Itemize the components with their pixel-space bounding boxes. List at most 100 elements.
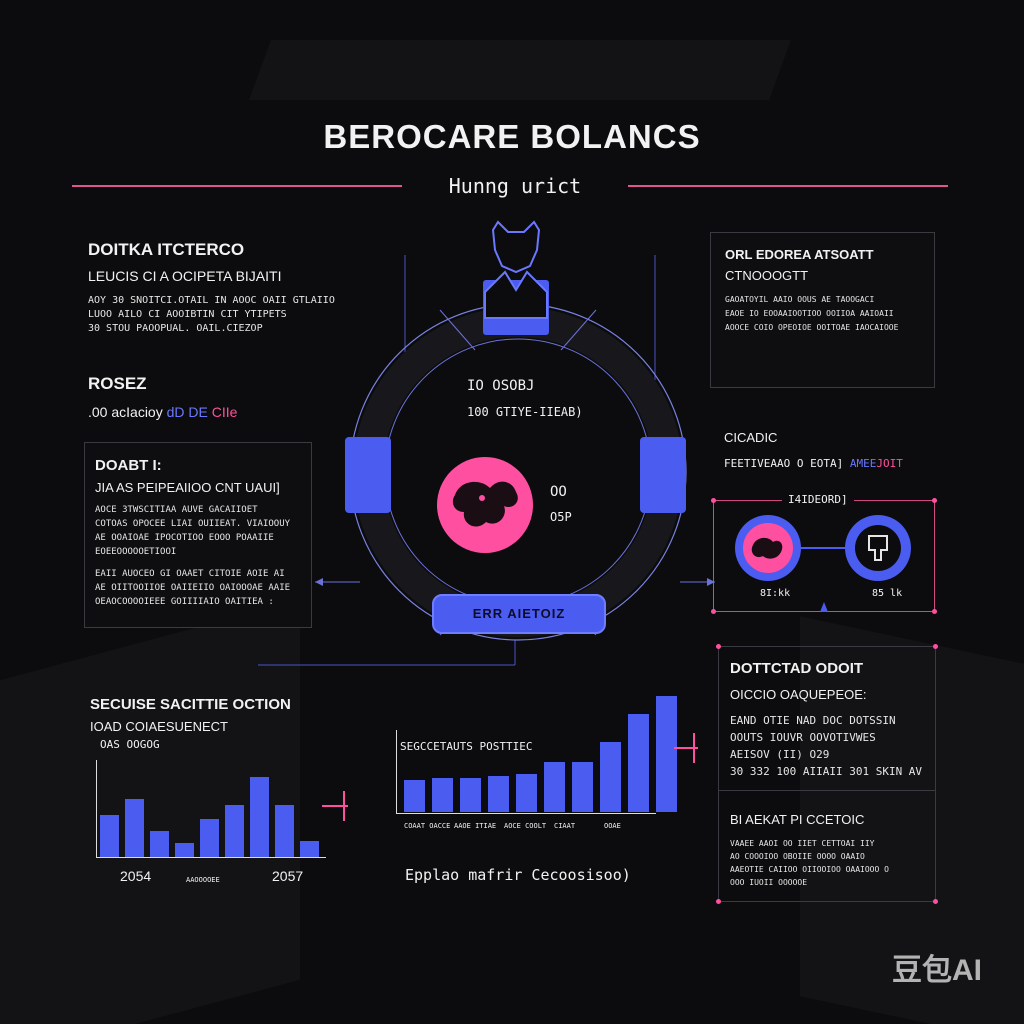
right-top-line: EAOE IO EOOAAIOOTIOO OOIIOA AAIOAII: [725, 309, 894, 318]
rosez-line-pink: CIIe: [211, 404, 238, 420]
right-top-panel: ORL EDOREA ATSOATT CTNOOOGTT GAOATOYIL A…: [710, 232, 935, 388]
right-top-subheading: CTNOOOGTT: [725, 268, 809, 283]
ring-diagram: [258, 220, 715, 666]
right-top-heading: ORL EDOREA ATSOATT: [725, 247, 874, 262]
center-chart-connector: [674, 733, 698, 763]
sequence-connector: [322, 791, 348, 821]
left-top-block: DOITKA ITCTERCO LEUCIS CI A OCIPETA BIJA…: [88, 240, 348, 336]
center-chart-heading: SEGCCETAUTS POSTTIEC: [400, 740, 533, 753]
sequence-subheading: IOAD COIAESUENECT: [90, 719, 228, 734]
center-chart-bar: [600, 742, 621, 812]
sequence-bar: [225, 805, 244, 857]
sequence-bar: [275, 805, 294, 857]
indicator-marker-icon: [820, 602, 828, 612]
center-chart-bar: [488, 776, 509, 812]
left-top-heading: DOITKA ITCTERCO: [88, 240, 245, 259]
header-rule-right: [628, 185, 948, 187]
center-chart-bar: [572, 762, 593, 812]
sequence-x-mid: AAOOOOEE: [186, 876, 220, 884]
panel-corner-dot: [711, 609, 716, 614]
right-bottom-block: DOTTCTAD ODOIT OICCIO OAQUEPEOE: EAND OT…: [730, 660, 930, 780]
panel-corner-dot: [716, 899, 721, 904]
cicadic-line-text: FEETIVEAAO O EOTA]: [724, 457, 844, 470]
emblem-eye: [479, 495, 485, 501]
panel-corner-dot: [932, 609, 937, 614]
left-top-line: 30 STOU PAOOPUAL. OAIL.CIEZOP: [88, 323, 263, 334]
rosez-line-text: .00 acIacioy: [88, 404, 163, 420]
doabt-line: AE OIITOOIIOE OAIIEIIO OAIOOOAE AAIE: [95, 583, 291, 593]
arrow-right-icon: [707, 578, 715, 586]
rosez-line-blue: dD DE: [166, 404, 208, 420]
panel-corner-dot: [932, 498, 937, 503]
left-top-line: AOY 30 SNOITCI.OTAIL IN AOOC OAII GTLAII…: [88, 295, 335, 306]
sequence-bars: [100, 757, 325, 857]
center-chart-y-axis: [396, 730, 397, 814]
sequence-x-axis: [96, 857, 326, 858]
right-bottom2-line: AO COOOIOO OBOIIE OOOO OAAIO: [730, 852, 865, 861]
header-rule-left: [72, 185, 402, 187]
sequence-bar: [100, 815, 119, 857]
sequence-value: OAS OOGOG: [100, 738, 160, 751]
mascot-icon: [484, 220, 548, 319]
doabt-subheading: JIA AS PEIPEAIIOO CNT UAUI]: [95, 480, 280, 495]
ring-node-right: [640, 437, 686, 513]
doabt-line: AOCE 3TWSCITIAA AUVE GACAIIOET: [95, 505, 258, 515]
ring-top-value: IO OSOBJ: [467, 378, 535, 394]
right-bottom-line: OOUTS IOUVR OOVOTIVWES: [730, 731, 876, 744]
cicadic-line-pink: JOIT: [876, 457, 903, 470]
robot-mini-icon: [868, 535, 888, 561]
arrow-left-icon: [315, 578, 323, 586]
center-chart-bar: [460, 778, 481, 812]
right-bottom2-heading: BI AEKAT PI CCETOIC: [730, 812, 865, 827]
ring-side-unit: O5P: [550, 510, 572, 524]
sequence-block: SECUISE SACITTIE OCTION IOAD COIAESUENEC…: [90, 696, 340, 751]
center-chart-caption: Epplao mafrir Cecoosisoo): [405, 866, 631, 884]
center-chart-tick-label: COAAT OACCE: [404, 822, 451, 830]
left-top-subheading: LEUCIS CI A OCIPETA BIJAITI: [88, 268, 282, 284]
center-chart-tick-label: AOCE COOLT: [504, 822, 547, 830]
background-shard: [249, 40, 791, 100]
left-top-line: LUOO AILO CI AOOIBTIN CIT YTIPETS: [88, 309, 287, 320]
sequence-bar: [250, 777, 269, 857]
right-top-line: AOOCE COIO OPEOIOE OOITOAE IAOCAIOOE: [725, 323, 899, 332]
ring-side-value: OO: [550, 484, 567, 500]
right-bottom-divider: [718, 790, 936, 791]
sequence-bar: [200, 819, 219, 857]
doabt-line: OEAOCOOOOIEEE GOIIIIAIO OAITIEA :: [95, 597, 274, 607]
creature-icon: [452, 481, 518, 527]
center-chart-x-axis: [396, 813, 656, 814]
right-bottom2-line: VAAEE AAOI OO IIET CETTOAI IIY: [730, 839, 875, 848]
sequence-bar: [125, 799, 144, 857]
right-bottom2-line: OOO IUOII OOOOOE: [730, 878, 808, 887]
right-bottom-panel: [718, 646, 936, 902]
right-bottom-heading: DOTTCTAD ODOIT: [730, 660, 864, 677]
indicator-graphic: [735, 515, 911, 612]
center-chart-bar: [656, 696, 677, 812]
page-title: BEROCARE BOLANCS: [323, 118, 701, 155]
indicator-node-right-core: [855, 525, 901, 571]
sequence-bar: [150, 831, 169, 857]
rosez-line: .00 acIacioy dD DE CIIe: [88, 404, 348, 420]
page-subtitle: Hunng urict: [448, 174, 582, 198]
cicadic-heading: CICADIC: [724, 430, 778, 445]
center-chart-tick-label: CIAAT: [554, 822, 576, 830]
right-top-line: GAOATOYIL AAIO OOUS AE TAOOGACI: [725, 295, 875, 304]
indicator-heading: I4IDEORD]: [782, 493, 854, 506]
right-bottom2-block: BI AEKAT PI CCETOIC VAAEE AAOI OO IIET C…: [730, 812, 930, 889]
cicadic-block: CICADIC FEETIVEAAO O EOTA] AMEEJOIT: [724, 430, 934, 470]
sequence-bar: [175, 843, 194, 857]
ring-action-button[interactable]: ERR AIETOIZ: [432, 594, 606, 634]
watermark-logo: 豆包AI: [892, 954, 982, 987]
sequence-x-start: 2054: [120, 868, 152, 884]
center-chart-tick-label: AAOE ITIAE: [454, 822, 497, 830]
ring-top-label: 100 GTIYE-IIEAB): [467, 405, 583, 419]
cicadic-line: FEETIVEAAO O EOTA] AMEEJOIT: [724, 457, 934, 470]
right-bottom-subheading: OICCIO OAQUEPEOE:: [730, 687, 867, 702]
panel-corner-dot: [716, 644, 721, 649]
ring-spoke: [560, 309, 597, 351]
rosez-block: ROSEZ .00 acIacioy dD DE CIIe: [88, 374, 348, 420]
right-bottom-line: AEISOV (II) O29: [730, 748, 830, 761]
ring-spoke: [439, 309, 476, 351]
indicator-right-value: 85 lk: [872, 588, 903, 599]
